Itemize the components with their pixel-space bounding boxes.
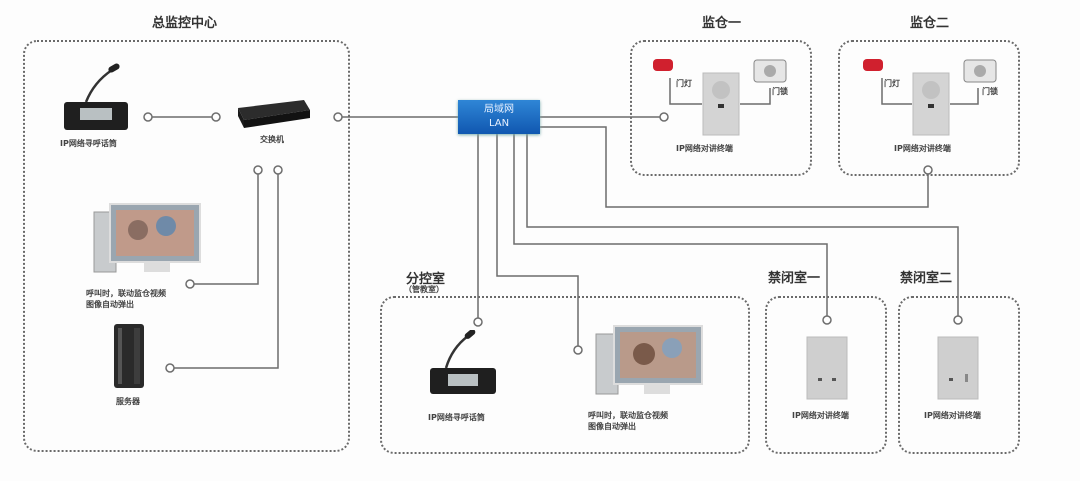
central-paging-mic-label: IP网络寻呼话筒 (60, 139, 117, 148)
confine2-terminal-label: IP网络对讲终端 (924, 411, 981, 420)
central-pc-caption-2: 图像自动弹出 (86, 300, 134, 309)
wire-cell2-light (881, 78, 912, 105)
zone-cell2 (838, 40, 1020, 176)
wire-cell1-lock (740, 88, 771, 105)
server-icon (114, 324, 144, 388)
intercom-terminal-icon (912, 72, 950, 136)
door-light-icon (863, 59, 883, 71)
zone-central-title: 总监控中心 (152, 16, 218, 31)
wire-switch-server (170, 170, 279, 369)
branch-pc-caption-1: 呼叫时，联动监仓视频 (588, 411, 668, 420)
zone-cell1 (630, 40, 812, 176)
server-label: 服务器 (116, 397, 140, 406)
wire-lan-branch-pc (496, 134, 579, 350)
zone-branch-title: 分控室 (406, 272, 446, 287)
cell1-door-light-label: 门灯 (676, 79, 692, 88)
port-node (185, 279, 195, 289)
port-node (659, 112, 669, 122)
cell1-door-lock-label: 门锁 (772, 87, 788, 96)
port-node (473, 317, 483, 327)
door-lock-icon (963, 59, 997, 83)
wire-lan-confine1 (513, 134, 828, 320)
paging-microphone-icon (64, 63, 128, 130)
port-node (273, 165, 283, 175)
door-light-icon (653, 59, 673, 71)
wire-switch-pc (190, 170, 259, 285)
intercom-terminal-icon (702, 72, 740, 136)
central-switch-label: 交换机 (260, 135, 284, 144)
cell1-terminal-label: IP网络对讲终端 (676, 144, 733, 153)
network-switch-icon (238, 100, 310, 128)
cell2-door-lock-label: 门锁 (982, 87, 998, 96)
door-lock-icon (753, 59, 787, 83)
zone-cell1-title: 监仓一 (702, 16, 742, 31)
wire-cell1-light (669, 78, 702, 105)
port-node (143, 112, 153, 122)
zone-central (23, 40, 350, 452)
zone-confine2 (898, 296, 1020, 454)
port-node (333, 112, 343, 122)
wire-lan-cell2 (540, 126, 929, 208)
branch-paging-mic-label: IP网络寻呼话筒 (428, 413, 485, 422)
zone-branch-subtitle: （管教室） (404, 285, 444, 294)
wire-lan-confine2 (526, 134, 959, 320)
port-node (953, 315, 963, 325)
intercom-terminal-icon (806, 336, 848, 400)
port-node (253, 165, 263, 175)
zone-branch (380, 296, 750, 454)
monitoring-pc-icon (93, 203, 201, 273)
monitoring-pc-icon (595, 325, 703, 395)
port-node (165, 363, 175, 373)
cell2-door-light-label: 门灯 (884, 79, 900, 88)
port-node (822, 315, 832, 325)
zone-cell2-title: 监仓二 (910, 16, 950, 31)
central-pc-caption-1: 呼叫时，联动监仓视频 (86, 289, 166, 298)
zone-confine1-title: 禁闭室一 (768, 271, 821, 286)
port-node (573, 345, 583, 355)
lan-hub-name: 局域网 (484, 104, 514, 115)
paging-microphone-icon (430, 330, 496, 394)
confine1-terminal-label: IP网络对讲终端 (792, 411, 849, 420)
cell2-terminal-label: IP网络对讲终端 (894, 144, 951, 153)
zone-confine1 (765, 296, 887, 454)
intercom-terminal-icon (937, 336, 979, 400)
lan-hub-sub: LAN (488, 118, 510, 129)
lan-hub: 局域网 LAN (458, 100, 540, 134)
branch-pc-caption-2: 图像自动弹出 (588, 422, 636, 431)
wire-cell2-lock (950, 88, 979, 105)
port-node (211, 112, 221, 122)
zone-confine2-title: 禁闭室二 (900, 271, 953, 286)
